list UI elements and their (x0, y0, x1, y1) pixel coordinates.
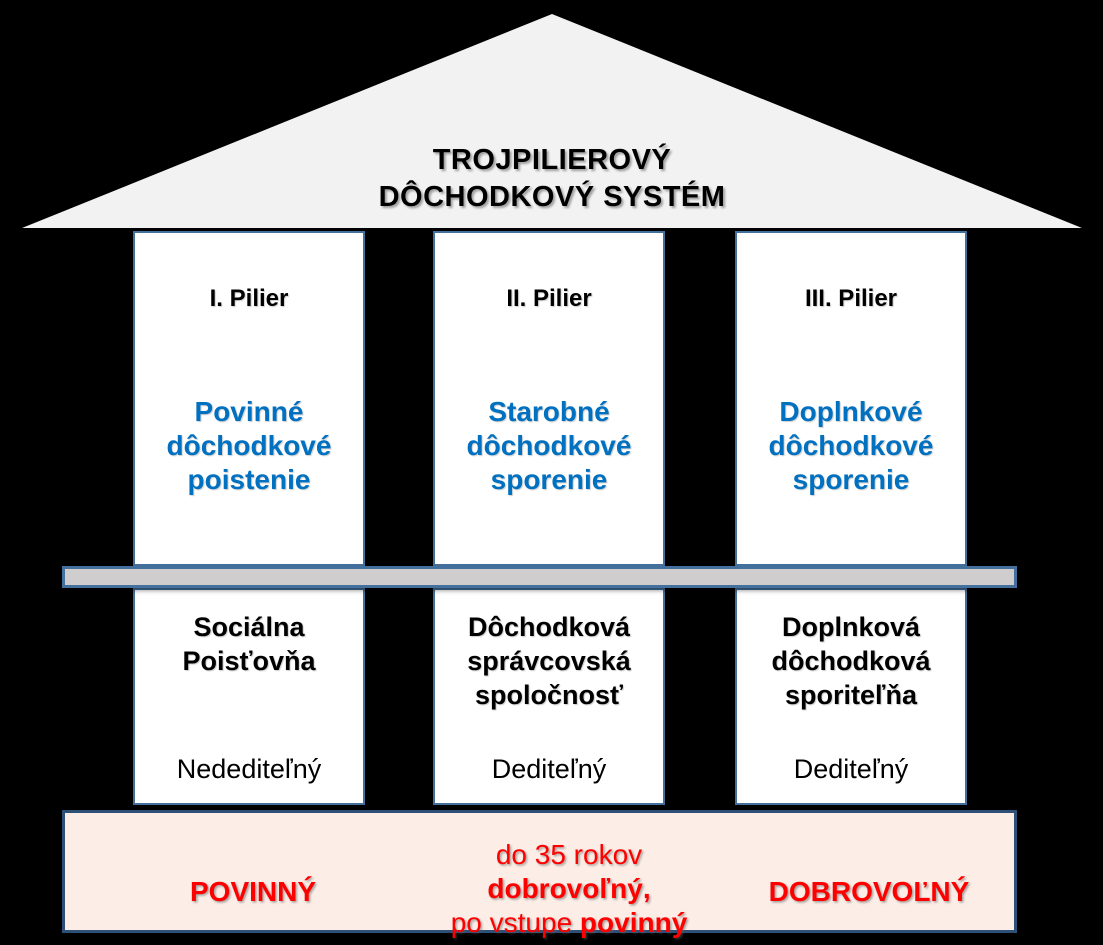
pillar-3-upper-box: III. Pilier Doplnkové dôchodkové sporeni… (735, 231, 967, 566)
pillar-3-participation: DOBROVOĽNÝ (768, 876, 970, 907)
pillar-2-upper-box: II. Pilier Starobné dôchodkové sporenie (433, 231, 665, 566)
title-line-2: DÔCHODKOVÝ SYSTÉM (378, 181, 726, 213)
pillar-1-upper-box: I. Pilier Povinné dôchodkové poistenie (133, 231, 365, 566)
pillar-1-lower-box: Sociálna Poisťovňa Nedediteľný (133, 588, 365, 805)
pillar-1-scheme: Povinné dôchodkové poistenie (166, 396, 332, 495)
participation-middle-regular-1: do 35 rokov (495, 839, 643, 870)
participation-middle-regular-2: po vstupe (450, 907, 580, 938)
pillar-2-participation: do 35 rokov dobrovoľný, po vstupe povinn… (419, 838, 719, 940)
participation-middle-bold-2: povinný (579, 907, 688, 938)
pillar-2-scheme: Starobné dôchodkové sporenie (466, 396, 632, 495)
pillar-1-header: I. Pilier (209, 285, 289, 312)
title-line-1: TROJPILIEROVÝ (432, 144, 672, 176)
diagram-title: TROJPILIEROVÝ DÔCHODKOVÝ SYSTÉM (22, 142, 1082, 216)
roof-triangle: TROJPILIEROVÝ DÔCHODKOVÝ SYSTÉM (22, 14, 1082, 228)
pillar-2-institution: Dôchodková správcovská spoločnosť (467, 612, 631, 710)
pillar-3-lower-box: Doplnková dôchodková sporiteľňa Dediteľn… (735, 588, 967, 805)
pillar-3-header: III. Pilier (804, 285, 898, 312)
pillar-1-inheritability: Nedediteľný (176, 754, 322, 784)
separator-beam (62, 566, 1017, 588)
pillar-1-participation: POVINNÝ (189, 876, 317, 907)
pillar-3-scheme: Doplnkové dôchodkové sporenie (768, 396, 934, 495)
participation-bar: POVINNÝ do 35 rokov dobrovoľný, po vstup… (62, 810, 1017, 938)
pillar-2-lower-box: Dôchodková správcovská spoločnosť Dedite… (433, 588, 665, 805)
pillar-3-inheritability: Dediteľný (793, 754, 909, 784)
pillar-3-institution: Doplnková dôchodková sporiteľňa (771, 612, 931, 710)
pillar-1-institution: Sociálna Poisťovňa (182, 612, 316, 676)
participation-middle-bold-1: dobrovoľný, (487, 873, 651, 904)
pillar-2-inheritability: Dediteľný (491, 754, 607, 784)
pillar-2-header: II. Pilier (506, 285, 592, 312)
